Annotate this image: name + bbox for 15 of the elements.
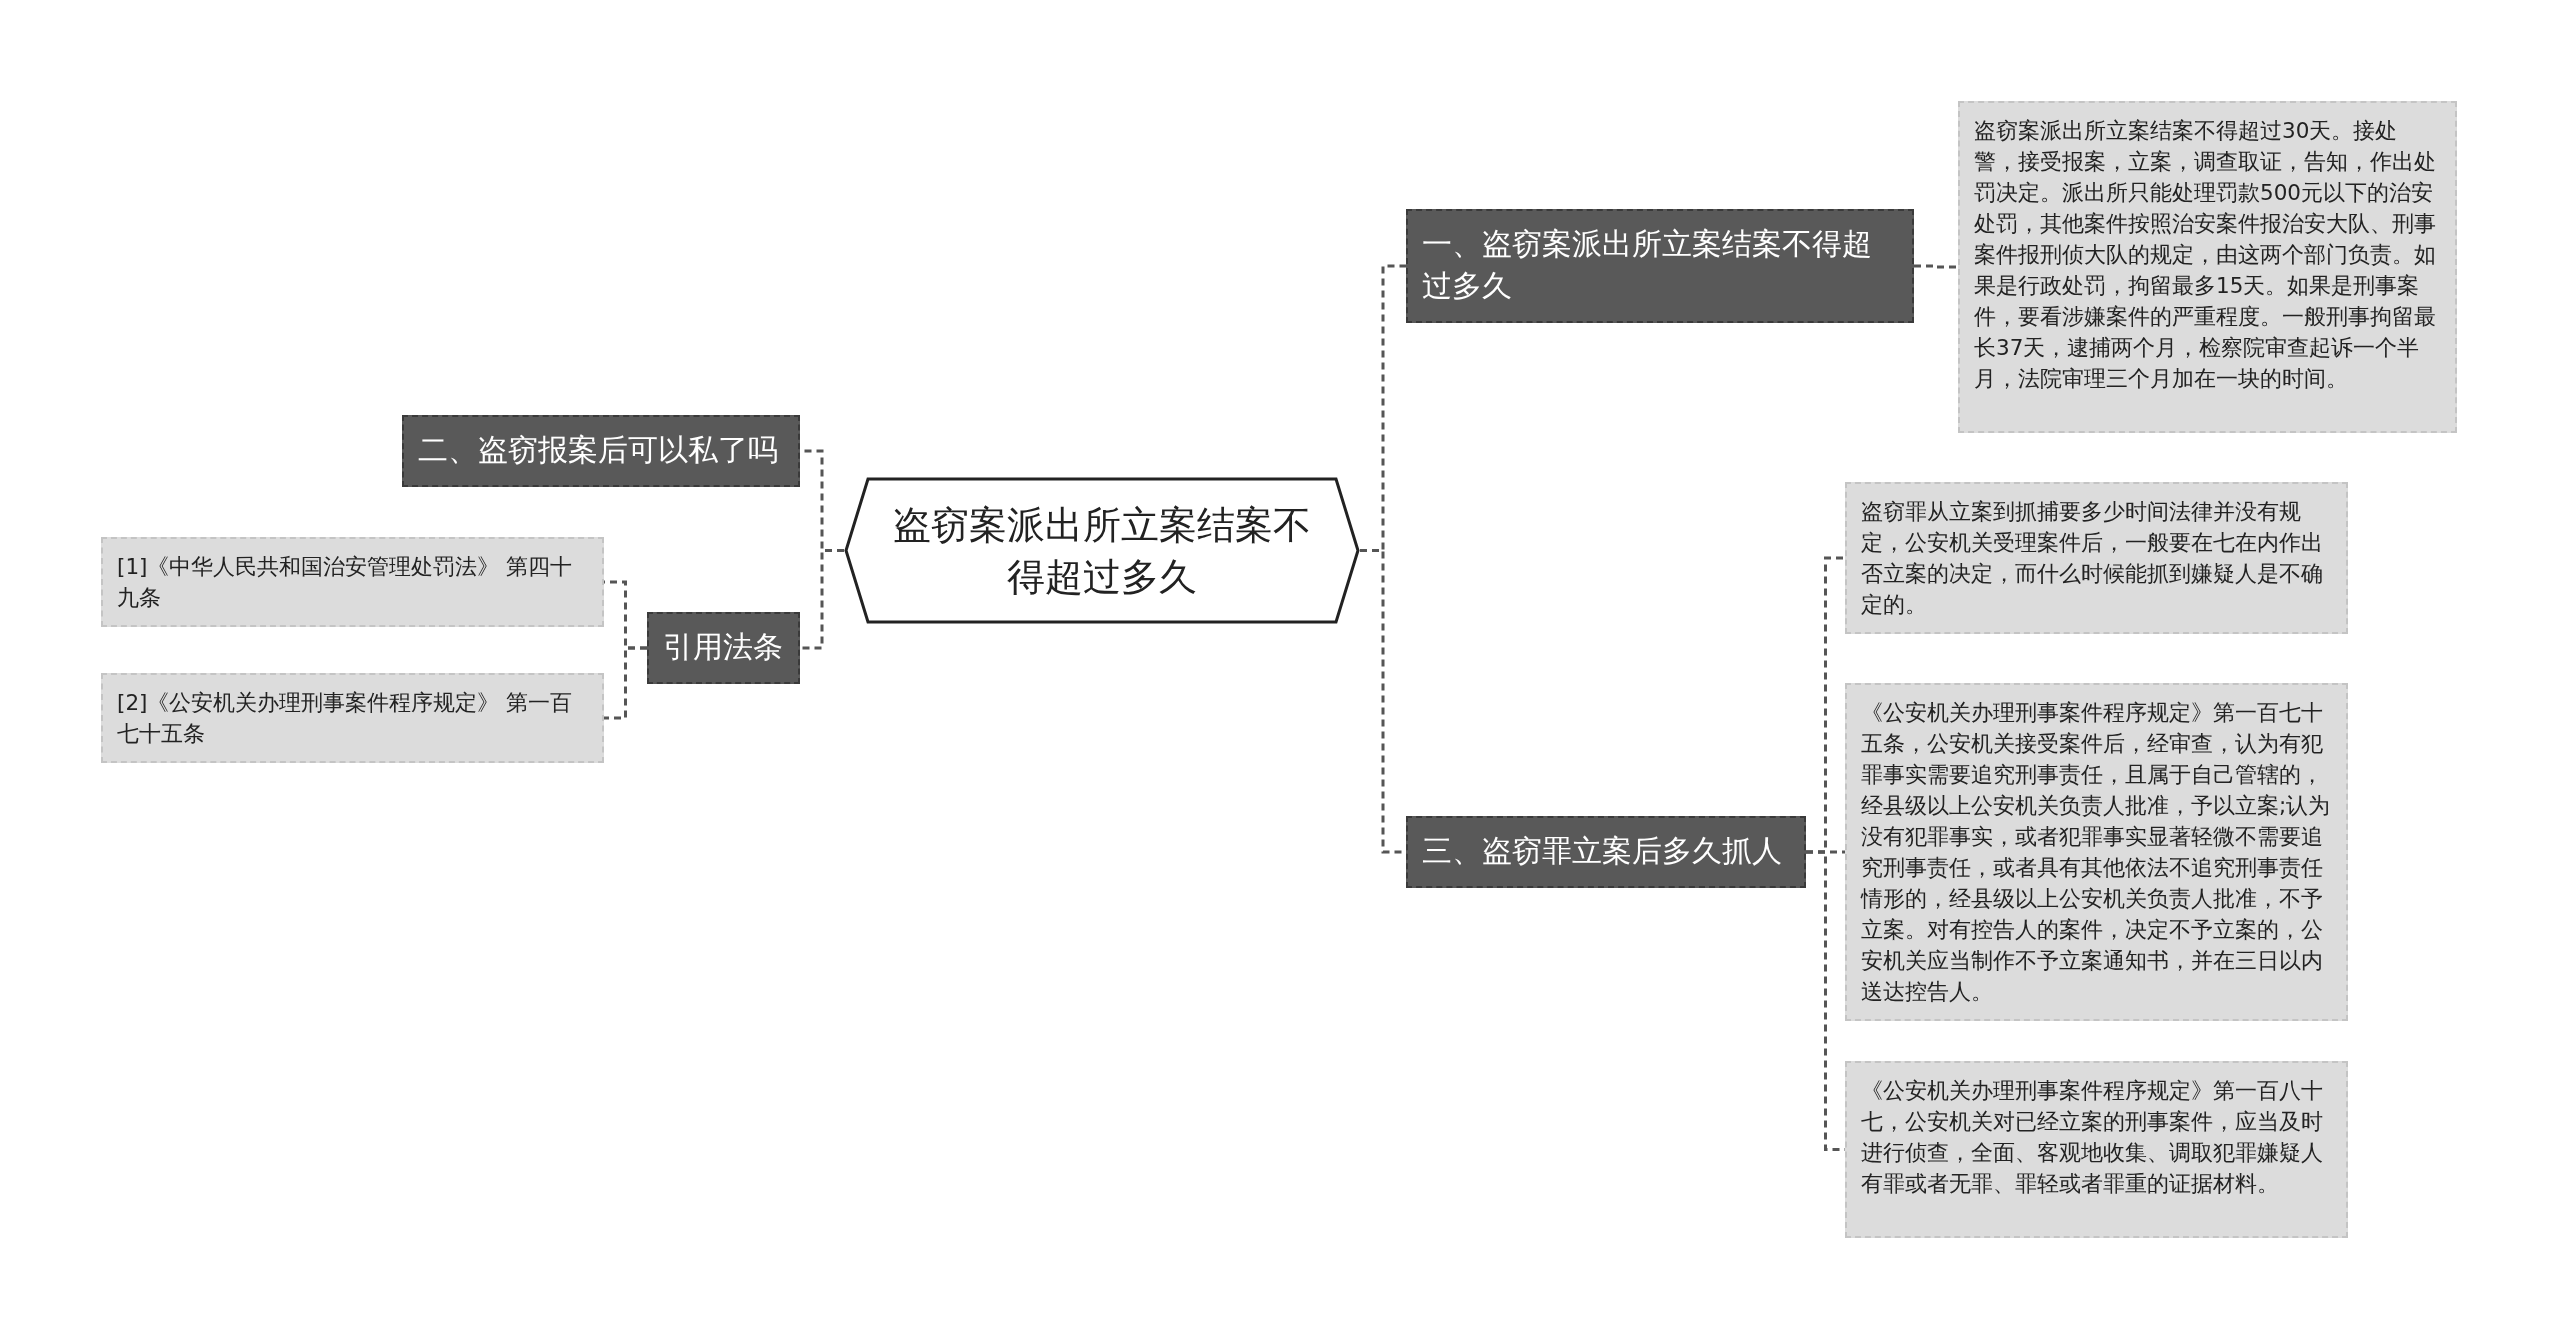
note-box: [1]《中华人民共和国治安管理处罚法》 第四十九条: [101, 537, 604, 627]
note-box: [2]《公安机关办理刑事案件程序规定》 第一百七十五条: [101, 673, 604, 763]
topic-box: 三、盗窃罪立案后多久抓人: [1406, 816, 1806, 888]
topic-text: 盗窃案派出所立案结案不得超过多久: [892, 501, 1312, 601]
connector-line: [1914, 264, 1958, 269]
note-box: 《公安机关办理刑事案件程序规定》第一百七十五条，公安机关接受案件后，经审查，认为有犯罪事实需要追究刑事责任，且属于自己管辖的，经县级以上公安机关负责人批准，予以立案;认为没有犯罪事实，或者犯罪事实显著轻微不需要追究刑事责任，或者具有其他依法不追究刑事责任情形的，经县级以上公安机关负责人批准，不予立案。对有控告人的案件，决定不予立案的，公安机关应当制作不予立案通知书，并在三日以内送达控告人。: [1845, 683, 2348, 1021]
note-box: 盗窃罪从立案到抓捕要多少时间法律并没有规定，公安机关受理案件后，一般要在七在内作出否立案的决定，而什么时候能抓到嫌疑人是不确定的。: [1845, 482, 2348, 634]
connector-line: [800, 549, 844, 650]
note-box: 盗窃案派出所立案结案不得超过30天。接处警，接受报案，立案，调查取证，告知，作出处罚决定。派出所只能处理罚款500元以下的治安处罚，其他案件按照治安案件报治安大队、刑事案件报刑侦大队的规定，由这两个部门负责。如果是行政处罚，拘留最多15天。如果是刑事案件，要看涉嫌案件的严重程度。一般刑事拘留最长37天，逮捕两个月，检察院审查起诉一个半月，法院审理三个月加在一块的时间。: [1958, 101, 2457, 433]
topic-box: 一、盗窃案派出所立案结案不得超过多久: [1406, 209, 1914, 323]
central-topic-hexagon: [844, 477, 1360, 624]
connector-line: [604, 646, 647, 720]
note-box: 《公安机关办理刑事案件程序规定》第一百八十七，公安机关对已经立案的刑事案件，应当及时进行侦查，全面、客观地收集、调取犯罪嫌疑人有罪或者无罪、罪轻或者罪重的证据材料。: [1845, 1061, 2348, 1238]
topic-box: 引用法条: [647, 612, 800, 684]
topic-box: 二、盗窃报案后可以私了吗: [402, 415, 800, 487]
